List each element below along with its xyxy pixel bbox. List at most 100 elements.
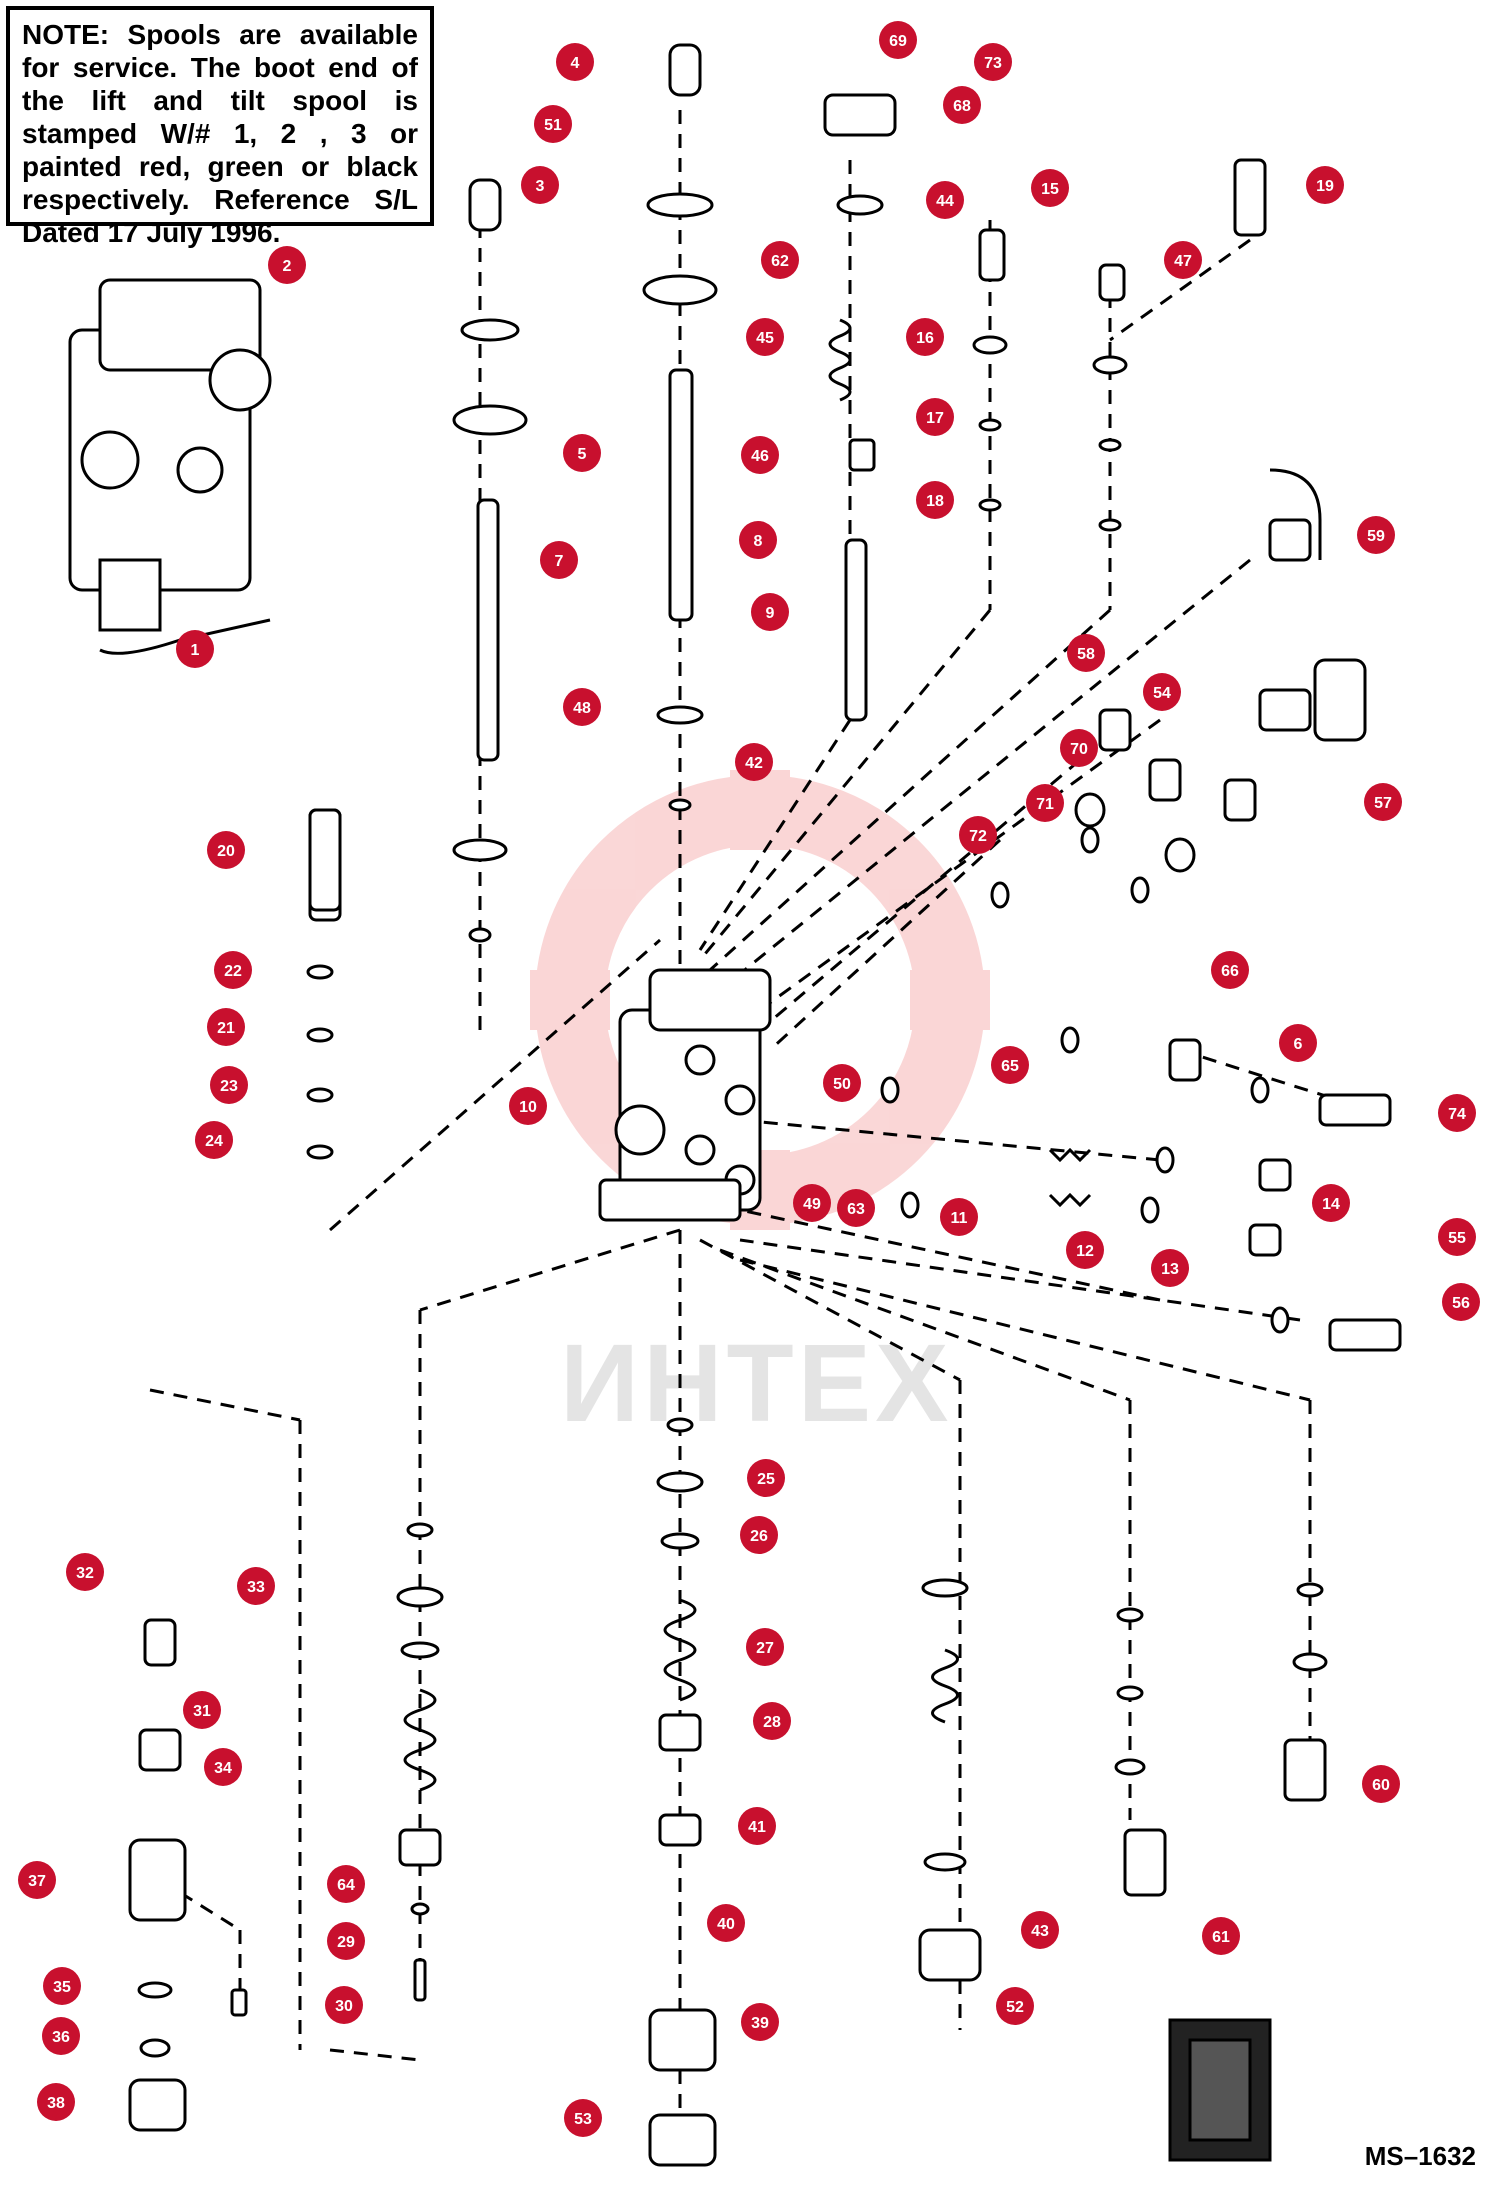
callout-8: 8 <box>739 521 777 559</box>
callout-number: 57 <box>1374 795 1392 812</box>
callout-number: 26 <box>750 1528 768 1545</box>
callout-number: 17 <box>926 410 944 427</box>
callout-number: 68 <box>953 98 971 115</box>
callout-23: 23 <box>210 1066 248 1104</box>
callout-number: 49 <box>803 1196 821 1213</box>
watermark-text: ИНТЕХ <box>560 1322 953 1445</box>
callout-number: 11 <box>951 1210 968 1227</box>
callout-41: 41 <box>738 1807 776 1845</box>
callout-45: 45 <box>746 318 784 356</box>
callout-circle <box>753 1702 791 1740</box>
callout-number: 53 <box>574 2111 592 2128</box>
callout-number: 65 <box>1001 1058 1019 1075</box>
callout-12: 12 <box>1066 1231 1104 1269</box>
callout-circle <box>43 1967 81 2005</box>
callout-49: 49 <box>793 1184 831 1222</box>
callout-64: 64 <box>327 1865 365 1903</box>
callout-11: 11 <box>940 1198 978 1236</box>
callout-71: 71 <box>1026 784 1064 822</box>
callout-circle <box>996 1987 1034 2025</box>
callout-number: 16 <box>916 330 934 347</box>
fittings-and-parts <box>128 43 1402 2167</box>
callout-65: 65 <box>991 1046 1029 1084</box>
callout-39: 39 <box>741 2003 779 2041</box>
drawing-code: MS–1632 <box>1364 2141 1476 2171</box>
callout-number: 4 <box>571 55 580 72</box>
callout-22: 22 <box>214 951 252 989</box>
callout-circle <box>207 831 245 869</box>
callout-circle <box>747 1459 785 1497</box>
callout-42: 42 <box>735 743 773 781</box>
callout-60: 60 <box>1362 1765 1400 1803</box>
callout-48: 48 <box>563 688 601 726</box>
callout-number: 30 <box>335 1998 353 2015</box>
callout-circle <box>1438 1218 1476 1256</box>
callout-66: 66 <box>1211 951 1249 989</box>
callout-number: 23 <box>220 1078 238 1095</box>
callout-number: 64 <box>337 1877 355 1894</box>
callout-circle <box>1143 673 1181 711</box>
callout-number: 34 <box>214 1760 232 1777</box>
callout-circle <box>1021 1911 1059 1949</box>
callout-number: 63 <box>847 1201 865 1218</box>
callout-number: 8 <box>754 533 763 550</box>
callout-number: 33 <box>247 1579 265 1596</box>
callout-number: 12 <box>1076 1243 1094 1260</box>
callout-circle <box>1364 783 1402 821</box>
callout-circle <box>564 2099 602 2137</box>
callout-number: 27 <box>756 1640 774 1657</box>
callout-29: 29 <box>327 1922 365 1960</box>
callout-31: 31 <box>183 1691 221 1729</box>
callout-34: 34 <box>204 1748 242 1786</box>
callout-44: 44 <box>926 181 964 219</box>
callout-number: 41 <box>748 1819 766 1836</box>
callout-number: 28 <box>763 1714 781 1731</box>
callout-number: 54 <box>1153 685 1171 702</box>
callout-17: 17 <box>916 398 954 436</box>
callout-number: 47 <box>1174 253 1192 270</box>
springs <box>403 318 1092 1792</box>
callout-69: 69 <box>879 21 917 59</box>
callout-circle <box>204 1748 242 1786</box>
callout-number: 10 <box>519 1099 537 1116</box>
callout-number: 60 <box>1372 1777 1390 1794</box>
callout-number: 2 <box>283 258 292 275</box>
callout-circle <box>66 1553 104 1591</box>
control-valve-body <box>598 968 772 1222</box>
callout-circle <box>1164 241 1202 279</box>
callout-circle <box>207 1008 245 1046</box>
callout-20: 20 <box>207 831 245 869</box>
callout-circle <box>563 688 601 726</box>
callout-circle <box>761 241 799 279</box>
callout-number: 46 <box>751 448 769 465</box>
callout-circle <box>214 951 252 989</box>
callout-13: 13 <box>1151 1249 1189 1287</box>
callout-circle <box>751 593 789 631</box>
service-note: NOTE: Spools are available for service. … <box>6 6 434 248</box>
callout-number: 39 <box>751 2015 769 2032</box>
callout-circle <box>741 436 779 474</box>
callout-1: 1 <box>176 630 214 668</box>
callout-circle <box>556 43 594 81</box>
callout-number: 73 <box>984 55 1002 72</box>
callout-54: 54 <box>1143 673 1181 711</box>
callout-38: 38 <box>37 2083 75 2121</box>
callout-circle <box>1031 169 1069 207</box>
callout-52: 52 <box>996 1987 1034 2025</box>
callout-number: 61 <box>1212 1929 1230 1946</box>
callout-4: 4 <box>556 43 594 81</box>
callout-number: 66 <box>1221 963 1239 980</box>
callout-number: 6 <box>1294 1036 1303 1053</box>
callout-circle <box>1357 516 1395 554</box>
callout-51: 51 <box>534 105 572 143</box>
callout-61: 61 <box>1202 1917 1240 1955</box>
callout-number: 1 <box>191 642 200 659</box>
callout-circle <box>1312 1184 1350 1222</box>
callout-circle <box>1202 1917 1240 1955</box>
callout-number: 14 <box>1322 1196 1340 1213</box>
callout-14: 14 <box>1312 1184 1350 1222</box>
callout-number: 18 <box>926 493 944 510</box>
callout-circle <box>1211 951 1249 989</box>
callout-number: 62 <box>771 253 789 270</box>
